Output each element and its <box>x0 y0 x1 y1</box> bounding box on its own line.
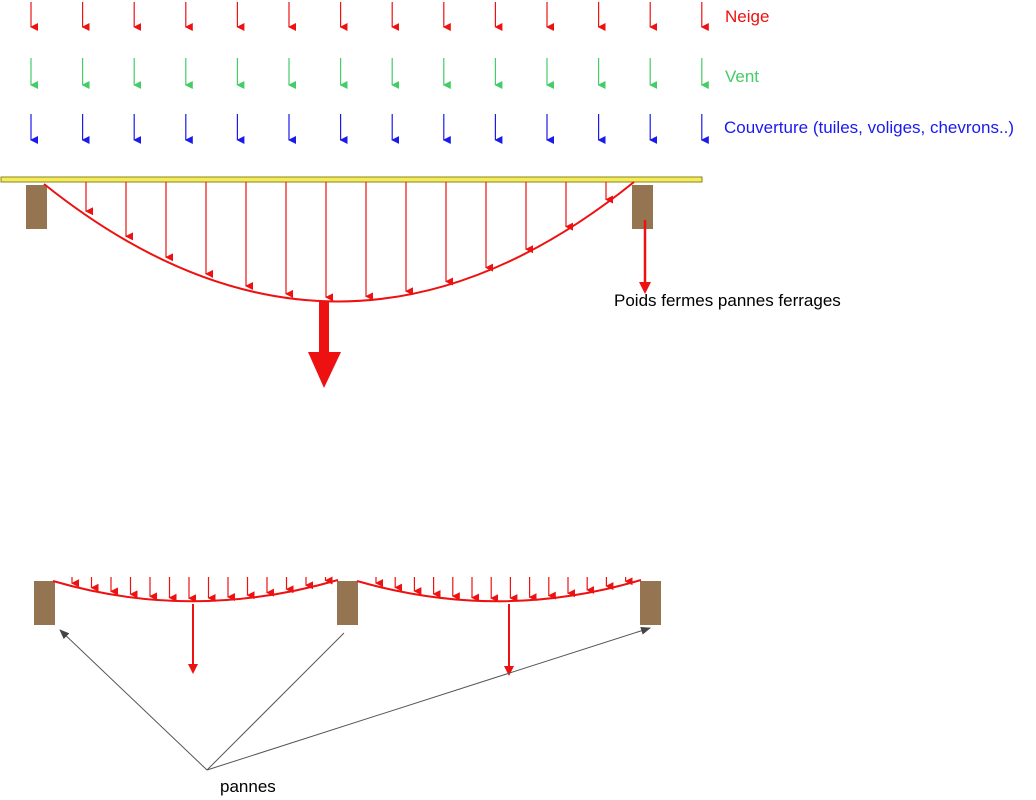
distributed-load-arrows <box>85 182 613 302</box>
pointer-line-right <box>206 626 651 771</box>
top-beam <box>0 176 703 183</box>
support-right-top <box>632 185 653 229</box>
span-load-curve-right <box>356 579 642 603</box>
support-right-bottom <box>640 581 661 625</box>
label-poids: Poids fermes pannes ferrages <box>614 291 841 310</box>
span-load-arrows-left <box>71 576 333 603</box>
pointer-line-left <box>59 629 208 771</box>
label-couverture: Couverture (tuiles, voliges, chevrons..) <box>724 118 1014 137</box>
distributed-load-curve <box>43 181 635 303</box>
roofing-arrows <box>30 114 709 144</box>
wind-arrows <box>30 58 709 89</box>
big-arrow-shaft <box>319 302 329 354</box>
support-left-top <box>26 185 47 229</box>
support-middle-bottom <box>337 581 358 625</box>
label-neige: Neige <box>725 7 769 26</box>
snow-arrows <box>30 2 709 31</box>
span-load-curve-left <box>52 579 339 603</box>
reaction-arrowhead <box>639 282 651 294</box>
label-pannes: pannes <box>220 777 276 796</box>
big-arrowhead <box>308 352 341 388</box>
resultant-arrowhead-left <box>188 664 198 674</box>
support-left-bottom <box>34 581 55 625</box>
resultant-arrowhead-right <box>504 666 514 676</box>
pointer-line-middle <box>206 632 345 771</box>
span-load-arrows-right <box>375 577 633 603</box>
label-vent: Vent <box>725 67 759 86</box>
